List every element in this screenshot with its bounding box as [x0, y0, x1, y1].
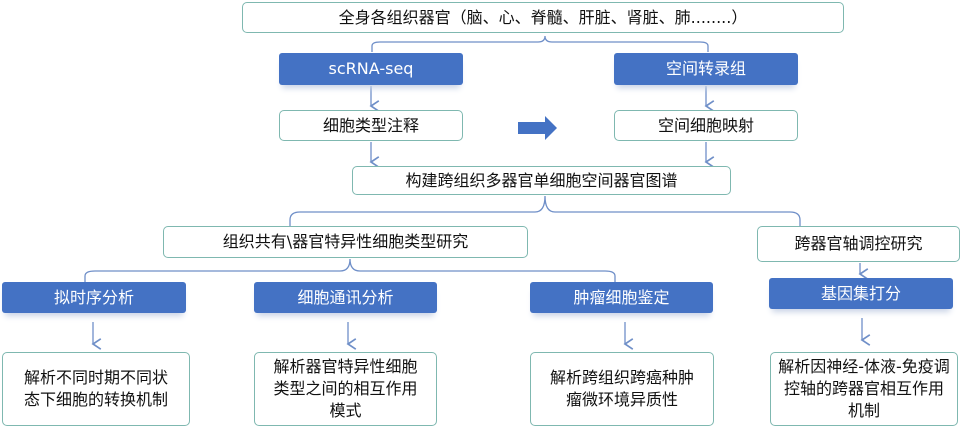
- spatial-mapping-box: 空间细胞映射: [614, 110, 798, 141]
- pseudotime-box: 拟时序分析: [2, 282, 186, 313]
- bracket-mid: [289, 195, 801, 226]
- outcome-tumor: 解析跨组织跨癌种肿瘤微环境异质性: [530, 352, 714, 426]
- cell-type-study-box: 组织共有\器官特异性细胞类型研究: [163, 226, 528, 258]
- bracket-top: [371, 35, 709, 52]
- cross-organ-study-box: 跨器官轴调控研究: [757, 226, 960, 262]
- outcome-pseudotime: 解析不同时期不同状态下细胞的转换机制: [2, 352, 190, 426]
- cell-annotation-box: 细胞类型注释: [279, 110, 463, 141]
- right-arrow-icon: [518, 116, 557, 140]
- scrna-seq-box: scRNA-seq: [279, 53, 463, 85]
- spatial-transcriptome-box: 空间转录组: [614, 53, 798, 85]
- outcome-communication: 解析器官特异性细胞类型之间的相互作用模式: [254, 352, 437, 426]
- tumor-identification-box: 肿瘤细胞鉴定: [530, 282, 713, 313]
- organs-box: 全身各组织器官（脑、心、脊髓、肝脏、肾脏、肺........）: [242, 2, 844, 33]
- outcome-cross-organ: 解析因神经-体液-免疫调控轴的跨器官相互作用机制: [770, 352, 958, 426]
- cell-communication-box: 细胞通讯分析: [254, 282, 437, 313]
- gene-set-scoring-box: 基因集打分: [769, 278, 953, 309]
- atlas-box: 构建跨组织多器官单细胞空间器官图谱: [352, 166, 731, 195]
- bracket-low: [84, 258, 616, 282]
